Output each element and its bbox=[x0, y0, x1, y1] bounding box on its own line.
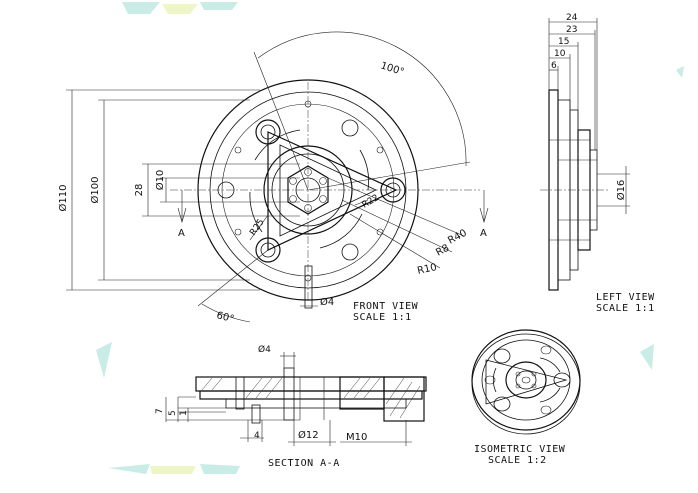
dim-d4-section: Ø4 bbox=[258, 344, 271, 355]
dim-d4-front: Ø4 bbox=[320, 296, 334, 308]
decor-shape bbox=[108, 464, 150, 474]
decor-shape bbox=[200, 464, 240, 474]
dim-d110: Ø110 bbox=[57, 185, 69, 212]
front-view-title: FRONT VIEW bbox=[353, 301, 419, 312]
left-view-title: LEFT VIEW bbox=[596, 292, 655, 303]
dim-r40: R40 bbox=[446, 228, 469, 247]
left-view bbox=[540, 18, 630, 291]
dim-4-section: 4 bbox=[254, 431, 260, 441]
left-view-scale: SCALE 1:1 bbox=[596, 303, 655, 314]
decor-shape bbox=[96, 342, 112, 378]
dim-10: 10 bbox=[554, 49, 566, 59]
decor-shape bbox=[640, 344, 654, 370]
decor-shape bbox=[200, 2, 238, 10]
dim-m10: M10 bbox=[346, 432, 367, 443]
iso-view-title: ISOMETRIC VIEW bbox=[474, 444, 566, 455]
iso-view-scale: SCALE 1:2 bbox=[488, 455, 547, 466]
decor-shape bbox=[676, 66, 684, 78]
section-marker-right: A bbox=[480, 228, 487, 239]
front-view bbox=[66, 31, 489, 323]
dim-d12: Ø12 bbox=[298, 429, 319, 441]
front-view-scale: SCALE 1:1 bbox=[353, 312, 412, 323]
dim-1: 1 bbox=[179, 410, 189, 416]
dim-r10: R10 bbox=[416, 262, 438, 277]
dim-15: 15 bbox=[558, 37, 569, 47]
dim-d100: Ø100 bbox=[89, 177, 101, 204]
dim-6: 6 bbox=[551, 61, 557, 71]
dim-7: 7 bbox=[155, 408, 165, 414]
section-marker-left: A bbox=[178, 228, 185, 239]
dim-d16: Ø16 bbox=[615, 180, 627, 201]
decor-shape bbox=[162, 4, 198, 14]
dim-23: 23 bbox=[566, 25, 577, 35]
dim-5: 5 bbox=[168, 410, 178, 416]
dim-28: 28 bbox=[134, 184, 145, 197]
dim-d10: Ø10 bbox=[154, 170, 166, 191]
dim-ang100: 100° bbox=[379, 60, 405, 78]
decor-shape bbox=[122, 2, 160, 14]
decor-shape bbox=[150, 466, 196, 474]
section-view bbox=[165, 352, 427, 446]
dim-24: 24 bbox=[566, 13, 578, 23]
isometric-view bbox=[471, 329, 581, 435]
section-view-title: SECTION A-A bbox=[268, 458, 340, 469]
dim-ang60: 60° bbox=[215, 310, 235, 325]
